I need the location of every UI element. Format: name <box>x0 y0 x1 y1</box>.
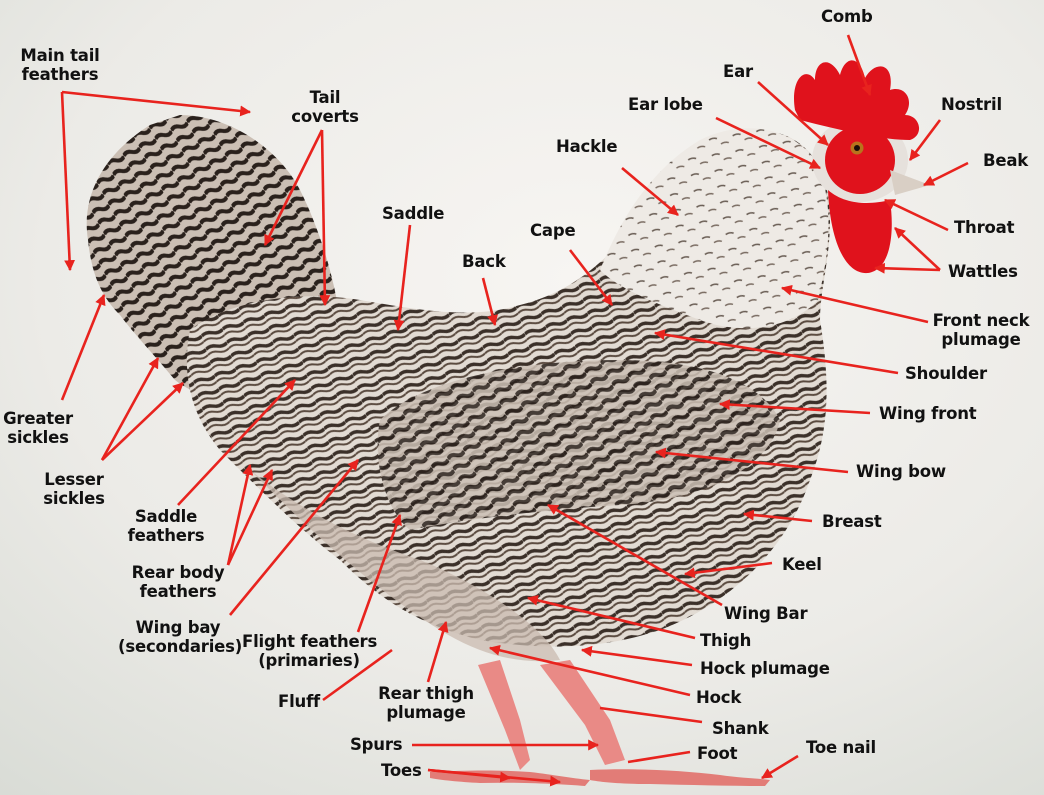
label-wing-front: Wing front <box>879 404 976 423</box>
label-rear-body-feathers: Rear body feathers <box>130 563 226 601</box>
label-main-tail-feathers: Main tail feathers <box>12 46 108 84</box>
label-ear-lobe: Ear lobe <box>628 95 703 114</box>
label-saddle: Saddle <box>382 204 444 223</box>
label-back: Back <box>462 252 506 271</box>
label-line: Front neck <box>928 311 1034 330</box>
label-fluff: Fluff <box>278 692 320 711</box>
label-shank: Shank <box>712 719 768 738</box>
label-tail-coverts: Tail coverts <box>280 88 370 126</box>
label-hock: Hock <box>696 688 741 707</box>
label-line: sickles <box>36 489 112 508</box>
label-line: Rear thigh <box>376 684 476 703</box>
label-greater-sickles: Greater sickles <box>0 409 76 447</box>
label-line: sickles <box>0 428 76 447</box>
label-front-neck-plumage: Front neck plumage <box>928 311 1034 349</box>
label-wing-bar: Wing Bar <box>724 604 807 623</box>
label-shoulder: Shoulder <box>905 364 987 383</box>
label-line: Flight feathers <box>242 632 376 651</box>
label-line: coverts <box>280 107 370 126</box>
label-rear-thigh-plumage: Rear thigh plumage <box>376 684 476 722</box>
label-line: feathers <box>12 65 108 84</box>
label-toes: Toes <box>381 761 422 780</box>
label-line: Saddle <box>126 507 206 526</box>
label-thigh: Thigh <box>700 631 751 650</box>
label-saddle-feathers: Saddle feathers <box>126 507 206 545</box>
label-wing-bay: Wing bay (secondaries) <box>118 618 238 656</box>
label-line: (primaries) <box>242 651 376 670</box>
label-flight-feathers: Flight feathers (primaries) <box>242 632 376 670</box>
label-foot: Foot <box>697 744 737 763</box>
label-line: plumage <box>928 330 1034 349</box>
label-line: plumage <box>376 703 476 722</box>
label-breast: Breast <box>822 512 882 531</box>
label-line: feathers <box>126 526 206 545</box>
label-beak: Beak <box>983 151 1028 170</box>
label-line: Wing bay <box>118 618 238 637</box>
label-wing-bow: Wing bow <box>856 462 946 481</box>
label-line: feathers <box>130 582 226 601</box>
label-nostril: Nostril <box>941 95 1002 114</box>
label-line: Main tail <box>12 46 108 65</box>
label-toe-nail: Toe nail <box>806 738 876 757</box>
label-throat: Throat <box>954 218 1014 237</box>
label-line: Tail <box>280 88 370 107</box>
label-keel: Keel <box>782 555 822 574</box>
label-hock-plumage: Hock plumage <box>700 659 830 678</box>
pupil-shape <box>854 145 860 151</box>
label-hackle: Hackle <box>556 137 617 156</box>
label-wattles: Wattles <box>948 262 1018 281</box>
label-cape: Cape <box>530 221 575 240</box>
label-spurs: Spurs <box>350 735 402 754</box>
label-comb: Comb <box>821 7 873 26</box>
label-line: Lesser <box>36 470 112 489</box>
label-line: (secondaries) <box>118 637 238 656</box>
label-ear: Ear <box>723 62 753 81</box>
label-line: Greater <box>0 409 76 428</box>
label-lesser-sickles: Lesser sickles <box>36 470 112 508</box>
label-line: Rear body <box>130 563 226 582</box>
